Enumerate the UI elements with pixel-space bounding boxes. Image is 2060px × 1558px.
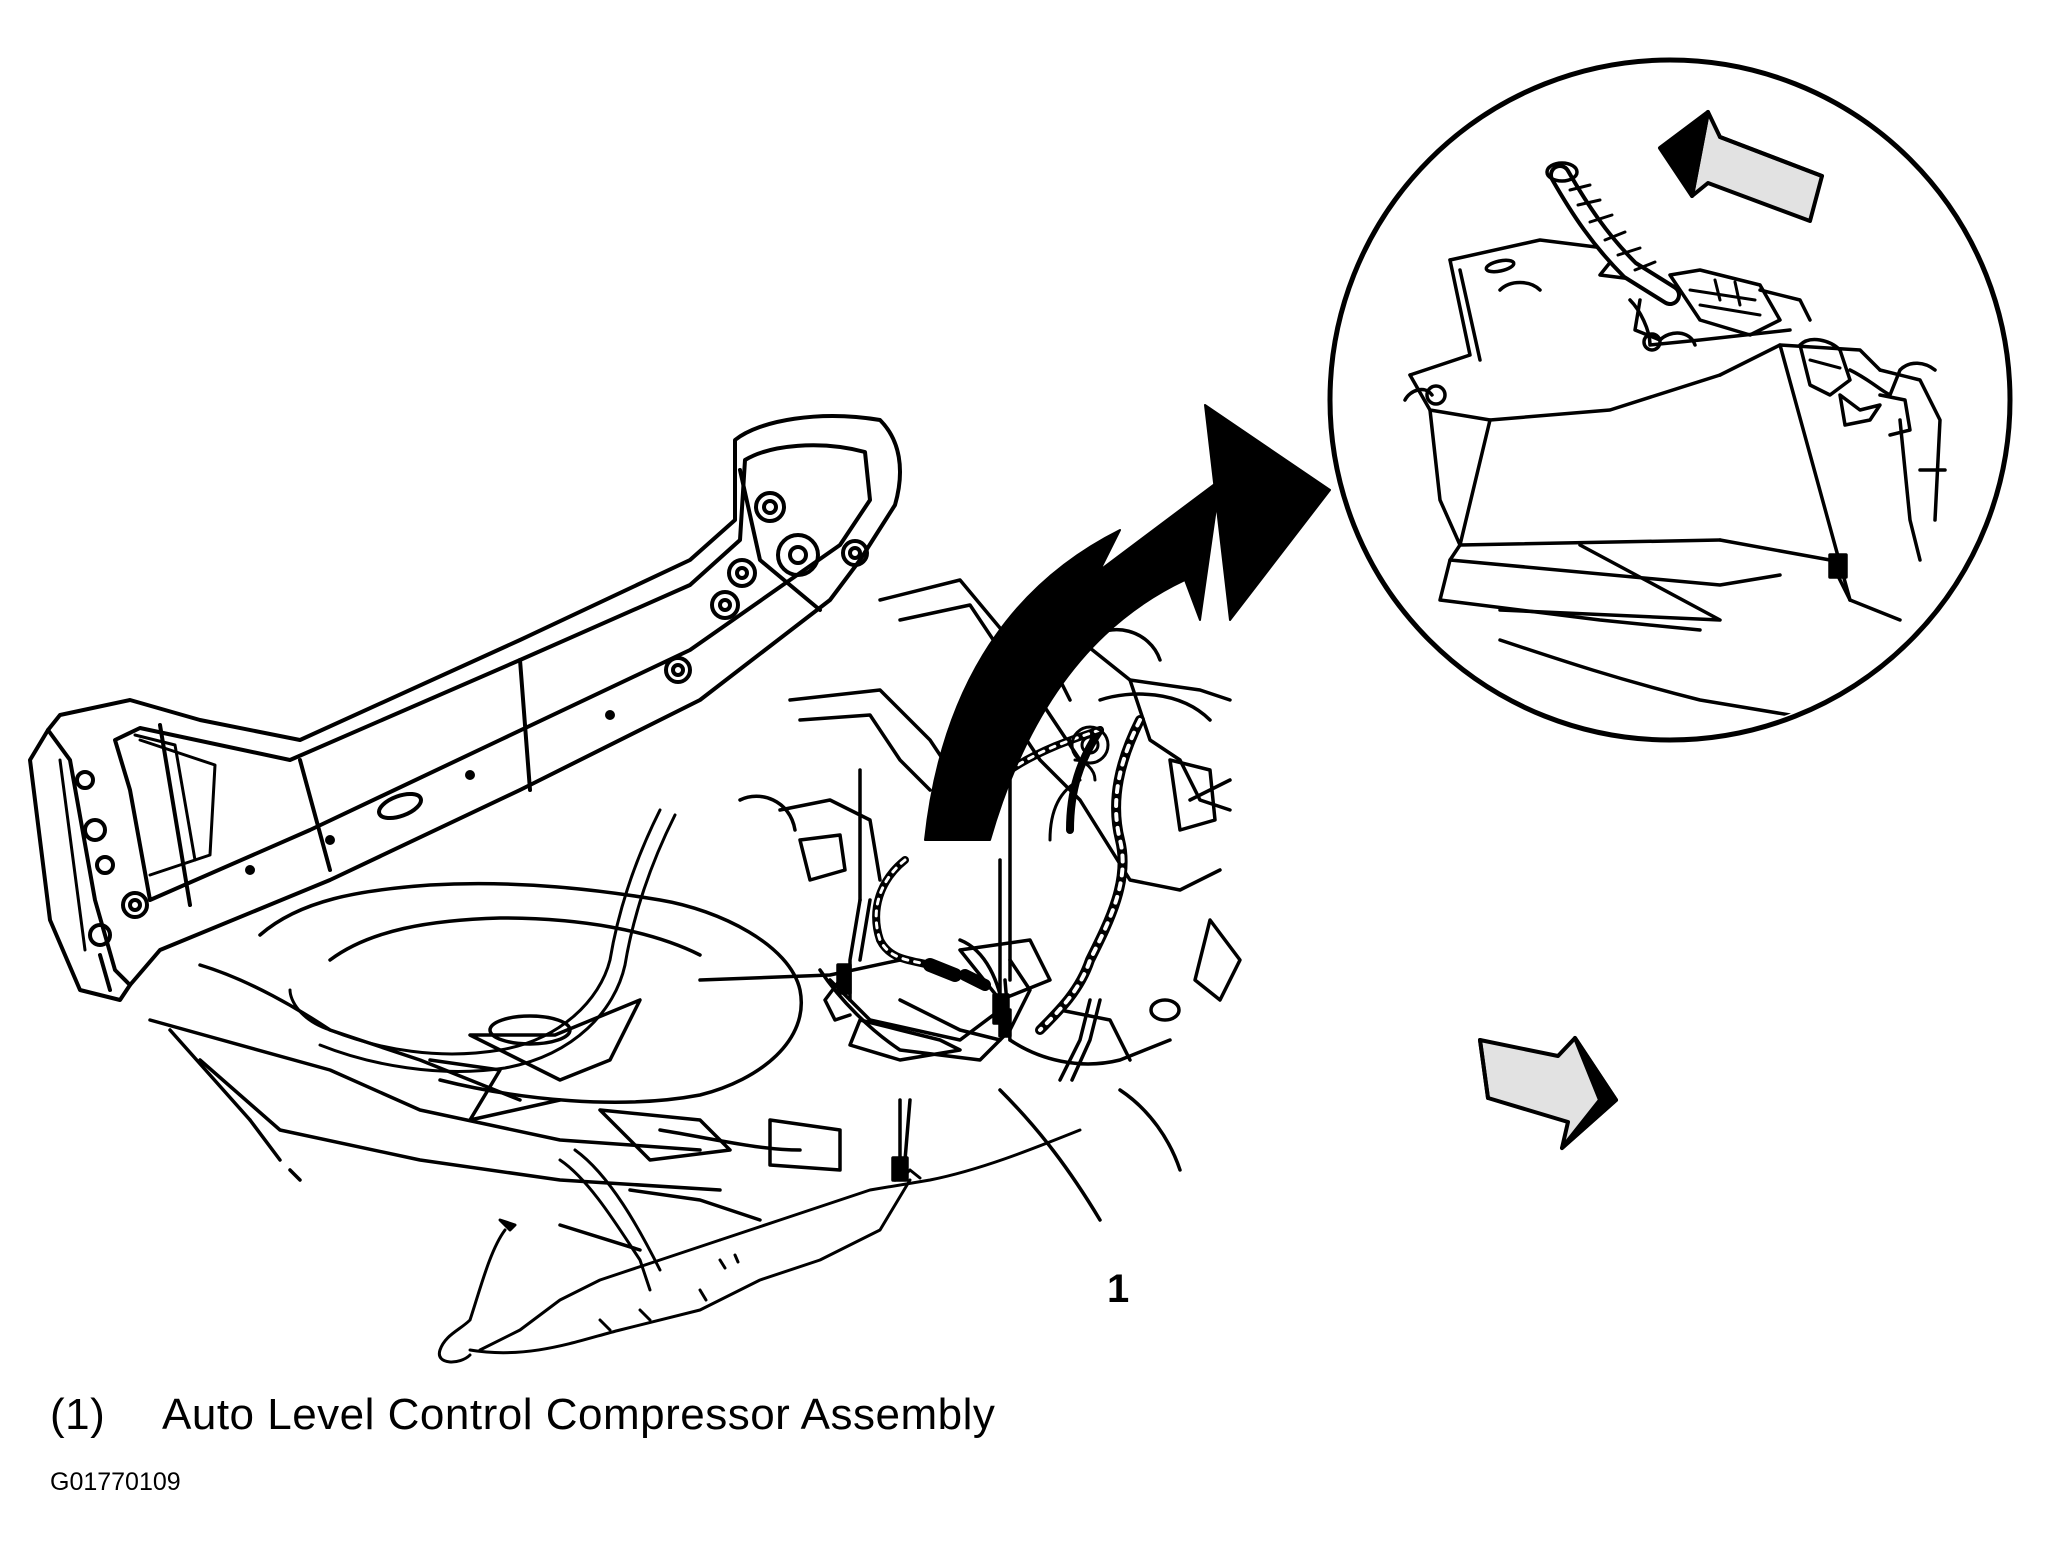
floor-pan bbox=[148, 881, 902, 1252]
callout-number-1: 1 bbox=[1107, 1267, 1129, 1311]
frame-rail bbox=[28, 414, 902, 1002]
detail-arrow-head bbox=[1204, 404, 1331, 621]
legend-item: (1) Auto Level Control Compressor Assembl… bbox=[50, 1390, 995, 1440]
callout-leader-line bbox=[998, 1088, 1102, 1222]
detail-view-circle bbox=[1327, 57, 2013, 743]
sensor-lead-wire bbox=[437, 1168, 922, 1364]
detail-view-arrow-icon bbox=[924, 479, 1221, 841]
direction-arrow-icon bbox=[1478, 1036, 1618, 1150]
compressor-assembly-main bbox=[818, 768, 1102, 1182]
legend-item-ref: (1) bbox=[50, 1390, 106, 1439]
figure-code: G01770109 bbox=[50, 1468, 181, 1496]
frame-fasteners bbox=[75, 491, 869, 947]
detail-direction-arrow-icon bbox=[1658, 110, 1824, 223]
floor-tubes bbox=[288, 808, 1082, 1352]
legend-item-label: Auto Level Control Compressor Assembly bbox=[162, 1390, 996, 1439]
